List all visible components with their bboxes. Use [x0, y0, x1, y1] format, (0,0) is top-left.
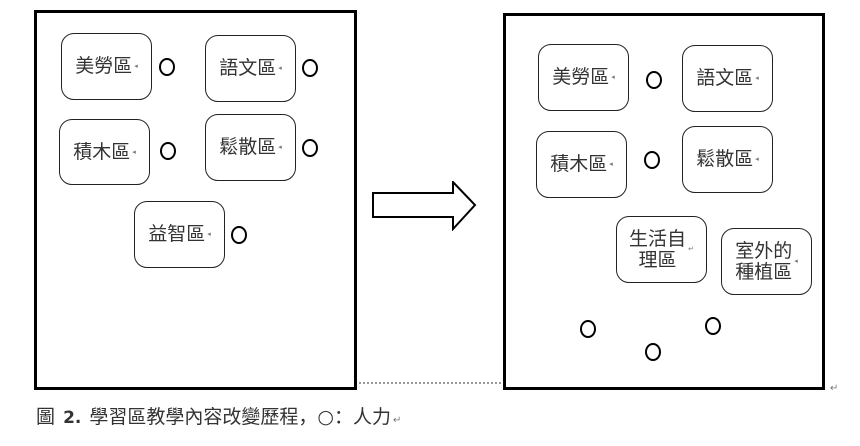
paragraph-mark-icon: ↵	[393, 415, 402, 426]
zone-label: 積木區	[550, 153, 608, 175]
staff-circle-icon	[302, 59, 318, 77]
figure-caption: 圖 2. 學習區教學內容改變歷程，○：人力↵	[36, 402, 401, 429]
zone-box-loose-parts: 鬆散區◂	[205, 114, 296, 181]
anchor-mark-icon: ◂	[278, 64, 282, 72]
anchor-mark-icon: ◂	[132, 147, 136, 156]
zone-box-art: 美勞區◂	[538, 44, 629, 111]
anchor-mark-icon: ↵	[688, 245, 694, 253]
dotted-leader	[359, 382, 501, 384]
zone-label: 積木區	[73, 140, 131, 163]
anchor-mark-icon: ◂	[609, 160, 613, 168]
anchor-mark-icon: ◂	[207, 230, 211, 238]
staff-circle-icon	[160, 142, 176, 160]
anchor-mark-icon: ◂	[794, 257, 798, 265]
zone-box-puzzle: 益智區◂	[134, 201, 225, 268]
zone-box-art: 美勞區◂	[61, 33, 152, 100]
zone-label: 語文區	[696, 67, 754, 89]
staff-circle-icon	[159, 58, 175, 76]
zone-box-language: 語文區◂	[205, 35, 296, 102]
zone-box-self-care: 生活自 理區↵	[616, 216, 707, 283]
caption-text: 學習區教學內容改變歷程，○：人力	[89, 406, 391, 428]
zone-label: 生活自 理區	[629, 227, 687, 271]
zone-box-outdoor-planting: 室外的 種植區◂	[721, 228, 812, 295]
zone-label: 語文區	[219, 57, 277, 79]
staff-circle-icon	[646, 71, 662, 89]
anchor-mark-icon: ◂	[134, 62, 138, 70]
zone-label: 益智區	[148, 223, 206, 245]
zone-label: 鬆散區	[219, 136, 277, 158]
staff-circle-icon	[645, 343, 661, 361]
zone-box-language: 語文區◂	[682, 45, 773, 112]
zone-box-blocks: 積木區◂	[59, 119, 150, 185]
zone-label: 美勞區	[552, 66, 610, 88]
anchor-mark-icon: ◂	[755, 74, 759, 82]
anchor-mark-icon: ◂	[611, 73, 615, 81]
staff-circle-icon	[705, 317, 721, 335]
zone-label: 室外的 種植區	[735, 239, 793, 283]
staff-circle-icon	[231, 226, 247, 244]
caption-prefix: 圖	[36, 406, 56, 428]
zone-label: 鬆散區	[696, 148, 754, 170]
zone-box-loose-parts: 鬆散區◂	[682, 126, 773, 193]
anchor-mark-icon: ◂	[755, 155, 759, 163]
caption-number: 2.	[63, 408, 82, 428]
staff-circle-icon	[580, 320, 596, 338]
paragraph-mark-icon: ↵	[830, 383, 839, 394]
zone-box-blocks: 積木區◂	[536, 131, 627, 198]
staff-circle-icon	[302, 139, 318, 157]
anchor-mark-icon: ◂	[278, 143, 282, 151]
staff-circle-icon	[644, 151, 660, 169]
zone-label: 美勞區	[75, 55, 133, 77]
right-arrow-icon	[372, 181, 477, 231]
